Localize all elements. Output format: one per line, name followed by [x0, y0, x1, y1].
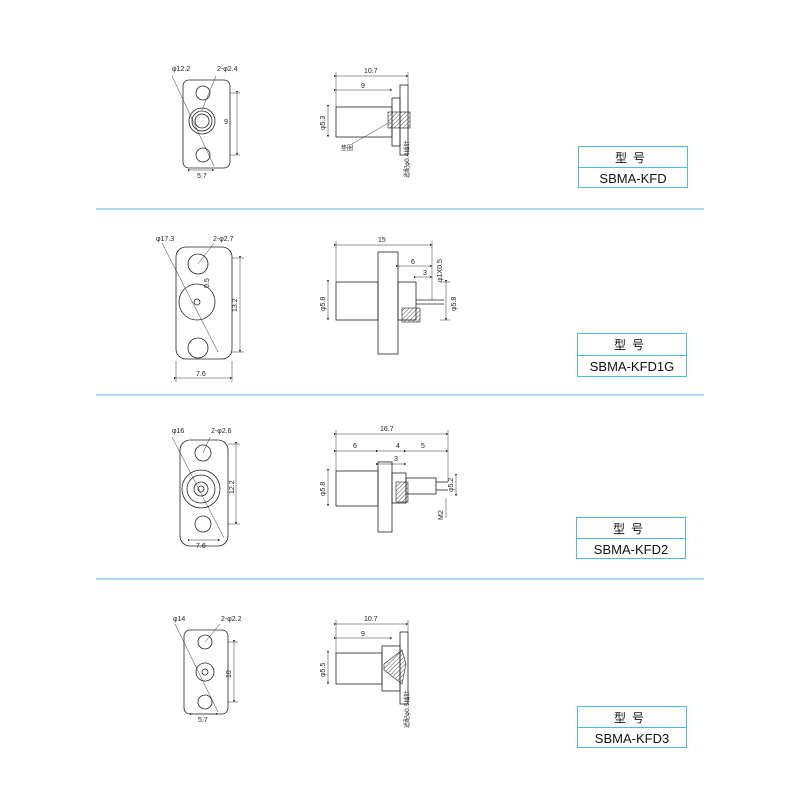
dim-label: φ16: [172, 428, 184, 435]
model-header: 型号: [578, 334, 686, 356]
side-view-kfd1g: 15 6 3 φ1X0.5 φ5.8 φ5.8: [320, 237, 458, 355]
model-box-kfd: 型号 SBMA-KFD: [578, 146, 688, 188]
front-view-kfd: φ12.2 2-φ2.4 9 5.7: [171, 66, 240, 180]
dim-label: φ14: [173, 616, 185, 623]
dim-label: φ1X0.5: [437, 259, 444, 282]
side-view-kfd2: 16.7 6 4 5 3 φ5.8 φ5.2 M2: [320, 426, 458, 533]
model-name: SBMA-KFD1G: [589, 359, 675, 374]
dim-label: φ5.3: [320, 116, 327, 130]
dim-label: 12.2: [229, 480, 236, 494]
dim-label: 10.7: [364, 616, 378, 623]
dim-label: 3: [394, 456, 398, 463]
dim-label: 9: [361, 631, 365, 638]
dim-label: φ5.5: [320, 663, 327, 677]
dim-label: 0.5: [204, 278, 211, 288]
dim-label: 9: [224, 119, 228, 126]
model-name: SBMA-KFD2: [593, 541, 669, 557]
dim-label: 2-φ2.6: [211, 428, 232, 435]
note-label: 垫圈: [341, 144, 353, 152]
model-header: 型号: [578, 707, 686, 728]
front-view-kfd3: φ14 2-φ2.2 10 5.7: [173, 616, 242, 724]
dim-label: 9: [361, 83, 365, 90]
dim-label: 4: [396, 443, 400, 450]
dim-label: 2-φ2.4: [217, 66, 238, 73]
model-box-kfd2: 型号 SBMA-KFD2: [576, 517, 686, 559]
model-header: 型号: [579, 147, 687, 168]
model-box-kfd3: 型号 SBMA-KFD3: [577, 706, 687, 748]
dim-label: 6: [353, 443, 357, 450]
side-view-kfd: 10.7 9 φ5.3 垫圈 适配φ0.4插针: [320, 68, 411, 178]
dim-label: 2-φ2.2: [221, 616, 242, 623]
dim-label: M2: [438, 510, 445, 520]
side-view-kfd3: 10.7 9 φ5.5 适配φ0.5插针: [320, 616, 411, 728]
dim-label: φ5.8: [451, 297, 458, 311]
dim-label: 5.7: [197, 173, 207, 180]
dim-label: φ12.2: [172, 66, 190, 73]
dim-label: 7.6: [196, 371, 206, 378]
dim-label: 3: [423, 270, 427, 277]
front-view-kfd2: φ16 2-φ2.6 12.2 7.6: [171, 428, 240, 550]
dim-label: φ5.8: [320, 297, 327, 311]
dim-label: 13.2: [232, 298, 239, 312]
dim-label: 16.7: [380, 426, 394, 433]
dim-label: φ5.2: [448, 478, 455, 492]
dim-label: φ5.8: [320, 482, 327, 496]
note-label: 适配φ0.5插针: [403, 690, 411, 728]
model-box-kfd1g: 型号 SBMA-KFD1G: [577, 333, 687, 377]
dim-label: φ17.3: [156, 236, 174, 243]
dim-label: 10.7: [364, 68, 378, 75]
model-header: 型号: [577, 518, 685, 539]
dim-label: 2-φ2.7: [213, 236, 234, 243]
model-name: SBMA-KFD: [599, 170, 667, 186]
dim-label: 6: [411, 259, 415, 266]
dim-label: 15: [378, 237, 386, 244]
note-label: 适配φ0.4插针: [403, 140, 411, 178]
dim-label: 7.6: [196, 543, 206, 550]
dim-label: 10: [226, 670, 233, 678]
model-name: SBMA-KFD3: [594, 730, 670, 746]
dim-label: 5.7: [198, 717, 208, 724]
front-view-kfd1g: φ17.3 2-φ2.7 0.5 13.2 7.6: [156, 236, 244, 382]
dim-label: 5: [421, 443, 425, 450]
